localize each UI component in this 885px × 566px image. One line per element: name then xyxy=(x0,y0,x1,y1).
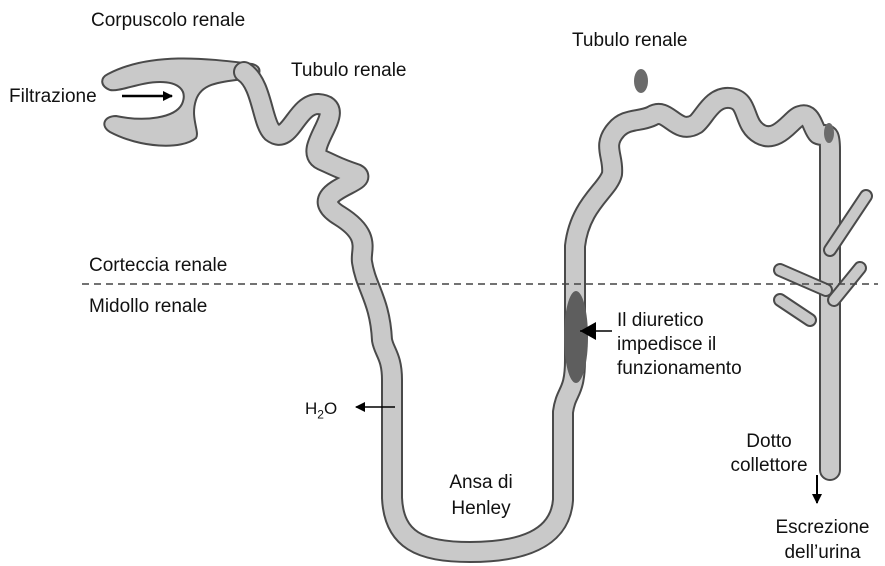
label-dotto-line-2: collettore xyxy=(724,454,814,478)
label-midollo-renale: Midollo renale xyxy=(89,296,207,318)
label-corpuscolo-renale: Corpuscolo renale xyxy=(91,10,245,32)
tubule-outline xyxy=(244,72,830,552)
label-h2o: H2O xyxy=(305,398,337,425)
label-h2o-h: H xyxy=(305,399,317,418)
label-diuretico: Il diuretico impedisce il funzionamento xyxy=(617,309,742,381)
label-escrezione-line-1: Escrezione xyxy=(760,515,885,540)
label-h2o-subscript: 2 xyxy=(317,407,324,421)
label-diuretico-line-2: impedisce il xyxy=(617,333,742,357)
label-dotto-collettore: Dotto collettore xyxy=(724,430,814,478)
label-escrezione-urina: Escrezione dell’urina xyxy=(760,515,885,565)
label-ansa-di-henley: Ansa di Henley xyxy=(442,470,520,522)
label-diuretico-line-1: Il diuretico xyxy=(617,309,742,333)
label-dotto-line-1: Dotto xyxy=(724,430,814,454)
label-tubulo-renale-right: Tubulo renale xyxy=(572,30,687,52)
label-filtrazione: Filtrazione xyxy=(9,86,97,108)
label-tubulo-renale-left: Tubulo renale xyxy=(291,60,406,82)
label-diuretico-line-3: funzionamento xyxy=(617,357,742,381)
label-ansa-line-2: Henley xyxy=(442,496,520,522)
label-h2o-o: O xyxy=(324,399,337,418)
diuretic-target-spot xyxy=(564,291,588,383)
label-corteccia-renale: Corteccia renale xyxy=(89,255,227,277)
label-ansa-line-1: Ansa di xyxy=(442,470,520,496)
node-dot-right xyxy=(824,123,834,143)
label-escrezione-line-2: dell’urina xyxy=(760,540,885,565)
node-dot-left xyxy=(634,69,648,93)
tubule-lumen xyxy=(244,72,830,552)
